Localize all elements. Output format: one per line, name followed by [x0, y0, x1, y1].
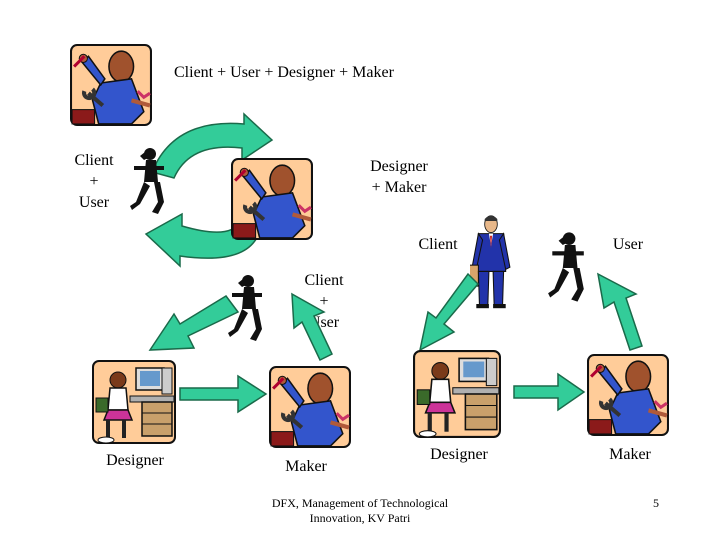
cycle-left-label: Client + User	[66, 150, 122, 213]
bl-maker-label: Maker	[285, 458, 327, 475]
cycle-left-line3: User	[78, 194, 110, 211]
bl-arrow-from-maker	[291, 292, 333, 362]
br-user-label: User	[612, 236, 644, 253]
cycle-left-line2: +	[89, 173, 99, 190]
br-arrow-client-to-designer	[418, 272, 480, 352]
br-maker-label: Maker	[609, 446, 651, 463]
bl-mid-label: Client + User	[294, 270, 354, 333]
designer-clipart-bl	[92, 360, 176, 444]
page-number: 5	[653, 496, 659, 510]
cycle-arrows	[144, 112, 274, 268]
cycle-right-line2: + Maker	[371, 179, 427, 196]
maker-clipart-cycle	[230, 158, 314, 240]
maker-clipart-bl	[268, 366, 352, 448]
walking-user-br-icon	[546, 230, 588, 304]
bl-mid-line1: Client	[304, 272, 344, 289]
cycle-right-label: Designer + Maker	[356, 156, 442, 198]
top-title: Client + User + Designer + Maker	[174, 64, 394, 81]
cycle-arrow-bottom	[144, 212, 261, 268]
cycle-arrow-top	[150, 112, 274, 179]
br-arrow-designer-to-maker	[513, 372, 586, 412]
bl-arrow-designer-to-maker	[179, 374, 268, 414]
br-client-label: Client	[418, 236, 458, 253]
cycle-right-line1: Designer	[370, 158, 428, 175]
cycle-left-line1: Client	[74, 152, 114, 169]
br-designer-label: Designer	[430, 446, 488, 463]
footer-citation: DFX, Management of Technological Innovat…	[240, 496, 480, 526]
footer-line1: DFX, Management of Technological	[271, 496, 449, 510]
designer-clipart-br	[412, 350, 502, 438]
footer-line2: Innovation, KV Patri	[309, 511, 411, 525]
walking-user-top-icon	[128, 146, 168, 216]
maker-clipart-br	[586, 354, 670, 436]
bl-mid-line2: +	[319, 293, 329, 310]
bl-designer-label: Designer	[106, 452, 164, 469]
br-arrow-maker-to-user	[596, 272, 643, 351]
bl-arrow-to-designer	[148, 295, 240, 351]
